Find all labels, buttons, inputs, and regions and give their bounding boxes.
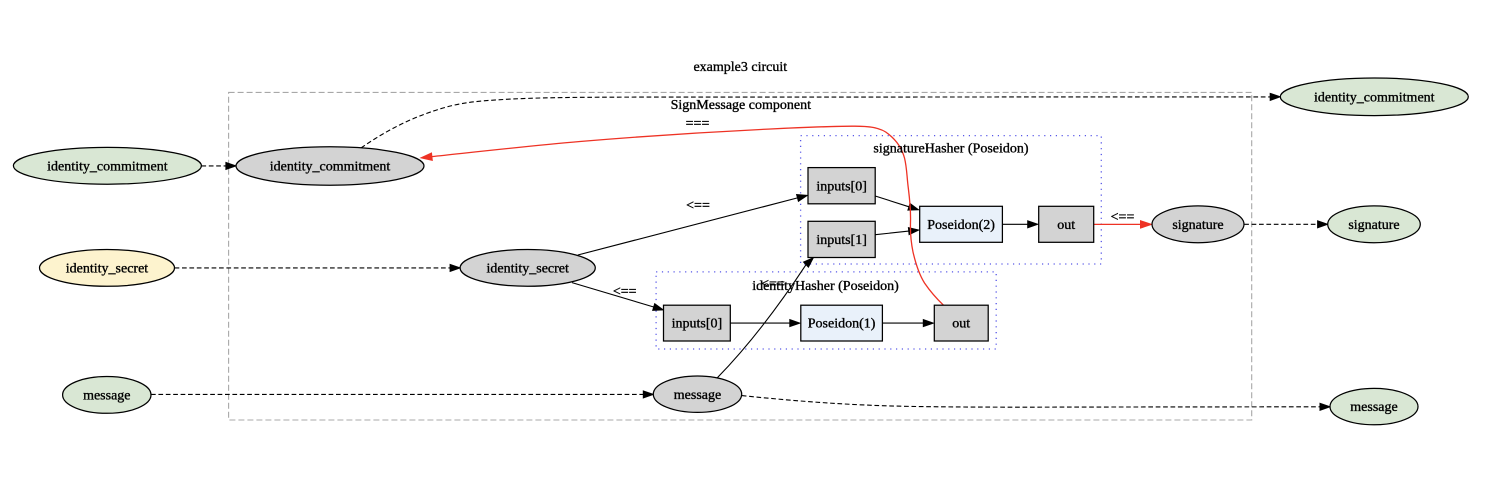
svg-text:<==: <== [613,284,637,299]
svg-text:signatureHasher (Poseidon): signatureHasher (Poseidon) [873,141,1028,156]
svg-text:out: out [1057,218,1075,233]
svg-text:message: message [674,388,721,403]
svg-text:identityHasher (Poseidon): identityHasher (Poseidon) [752,279,899,294]
svg-text:signature: signature [1348,218,1399,233]
svg-text:SignMessage component: SignMessage component [671,98,811,113]
svg-text:<==: <== [686,198,710,213]
svg-text:signature: signature [1172,218,1223,233]
svg-text:message: message [1350,400,1397,415]
svg-text:Poseidon(2): Poseidon(2) [927,218,995,233]
svg-text:Poseidon(1): Poseidon(1) [808,317,876,332]
svg-text:identity_secret: identity_secret [486,262,569,277]
svg-text:identity_secret: identity_secret [66,262,149,277]
svg-text:inputs[0]: inputs[0] [672,317,723,332]
svg-text:identity_commitment: identity_commitment [270,160,391,175]
svg-text:identity_commitment: identity_commitment [47,159,168,174]
svg-text:example3 circuit: example3 circuit [693,60,787,75]
svg-text:<==: <== [1111,210,1135,225]
svg-text:inputs[0]: inputs[0] [816,179,867,194]
svg-text:message: message [83,389,130,404]
svg-text:inputs[1]: inputs[1] [816,233,867,248]
svg-text:identity_commitment: identity_commitment [1314,90,1435,105]
svg-text:===: === [686,117,710,132]
svg-text:<==: <== [761,277,785,292]
svg-text:out: out [952,317,970,332]
